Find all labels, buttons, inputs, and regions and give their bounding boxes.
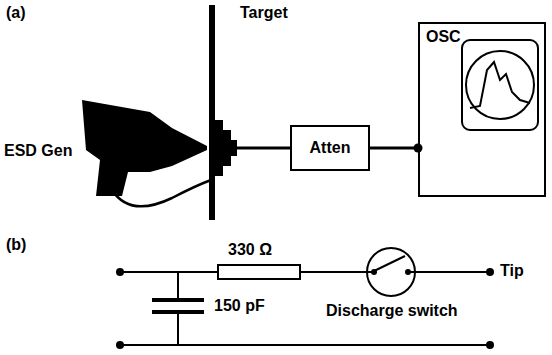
- wire: [410, 271, 490, 273]
- device-label: ESD Gen: [4, 142, 72, 160]
- box-label: Atten: [310, 139, 351, 157]
- terminal-dot: [486, 268, 494, 276]
- wire: [300, 271, 372, 273]
- target-step: [223, 130, 231, 166]
- capacitor-symbol: [152, 298, 204, 302]
- wire: [177, 272, 179, 300]
- target-step: [231, 140, 237, 156]
- resistor-value: 330 Ω: [228, 241, 272, 259]
- terminal-dot: [116, 268, 124, 276]
- switch-housing: [367, 248, 415, 296]
- terminal-label: Tip: [500, 262, 524, 280]
- switch-blade: [372, 256, 405, 272]
- target-label: Target: [240, 4, 288, 22]
- scope-dial: [466, 51, 534, 119]
- esd-gun: [82, 100, 207, 196]
- capacitor-value: 150 pF: [214, 297, 265, 315]
- panel-label: (b): [6, 236, 26, 254]
- switch-label: Discharge switch: [326, 302, 458, 320]
- scope-screen: [462, 40, 538, 130]
- gun-cable: [112, 180, 211, 206]
- cable: [237, 147, 290, 150]
- terminal-dot: [116, 341, 124, 349]
- waveform: [470, 62, 530, 108]
- box-label: OSC: [426, 28, 461, 46]
- target-step: [215, 120, 223, 176]
- switch-contact: [371, 269, 377, 275]
- panel-label: (a): [6, 4, 26, 22]
- resistor-symbol: [218, 265, 300, 279]
- target-plate: [209, 5, 215, 220]
- attenuator-box: Atten: [290, 125, 370, 171]
- signal-cable: [370, 147, 418, 150]
- oscilloscope-box: OSC: [418, 22, 546, 197]
- wire: [120, 271, 218, 273]
- terminal-dot: [486, 341, 494, 349]
- wire: [120, 344, 490, 346]
- wire: [177, 312, 179, 345]
